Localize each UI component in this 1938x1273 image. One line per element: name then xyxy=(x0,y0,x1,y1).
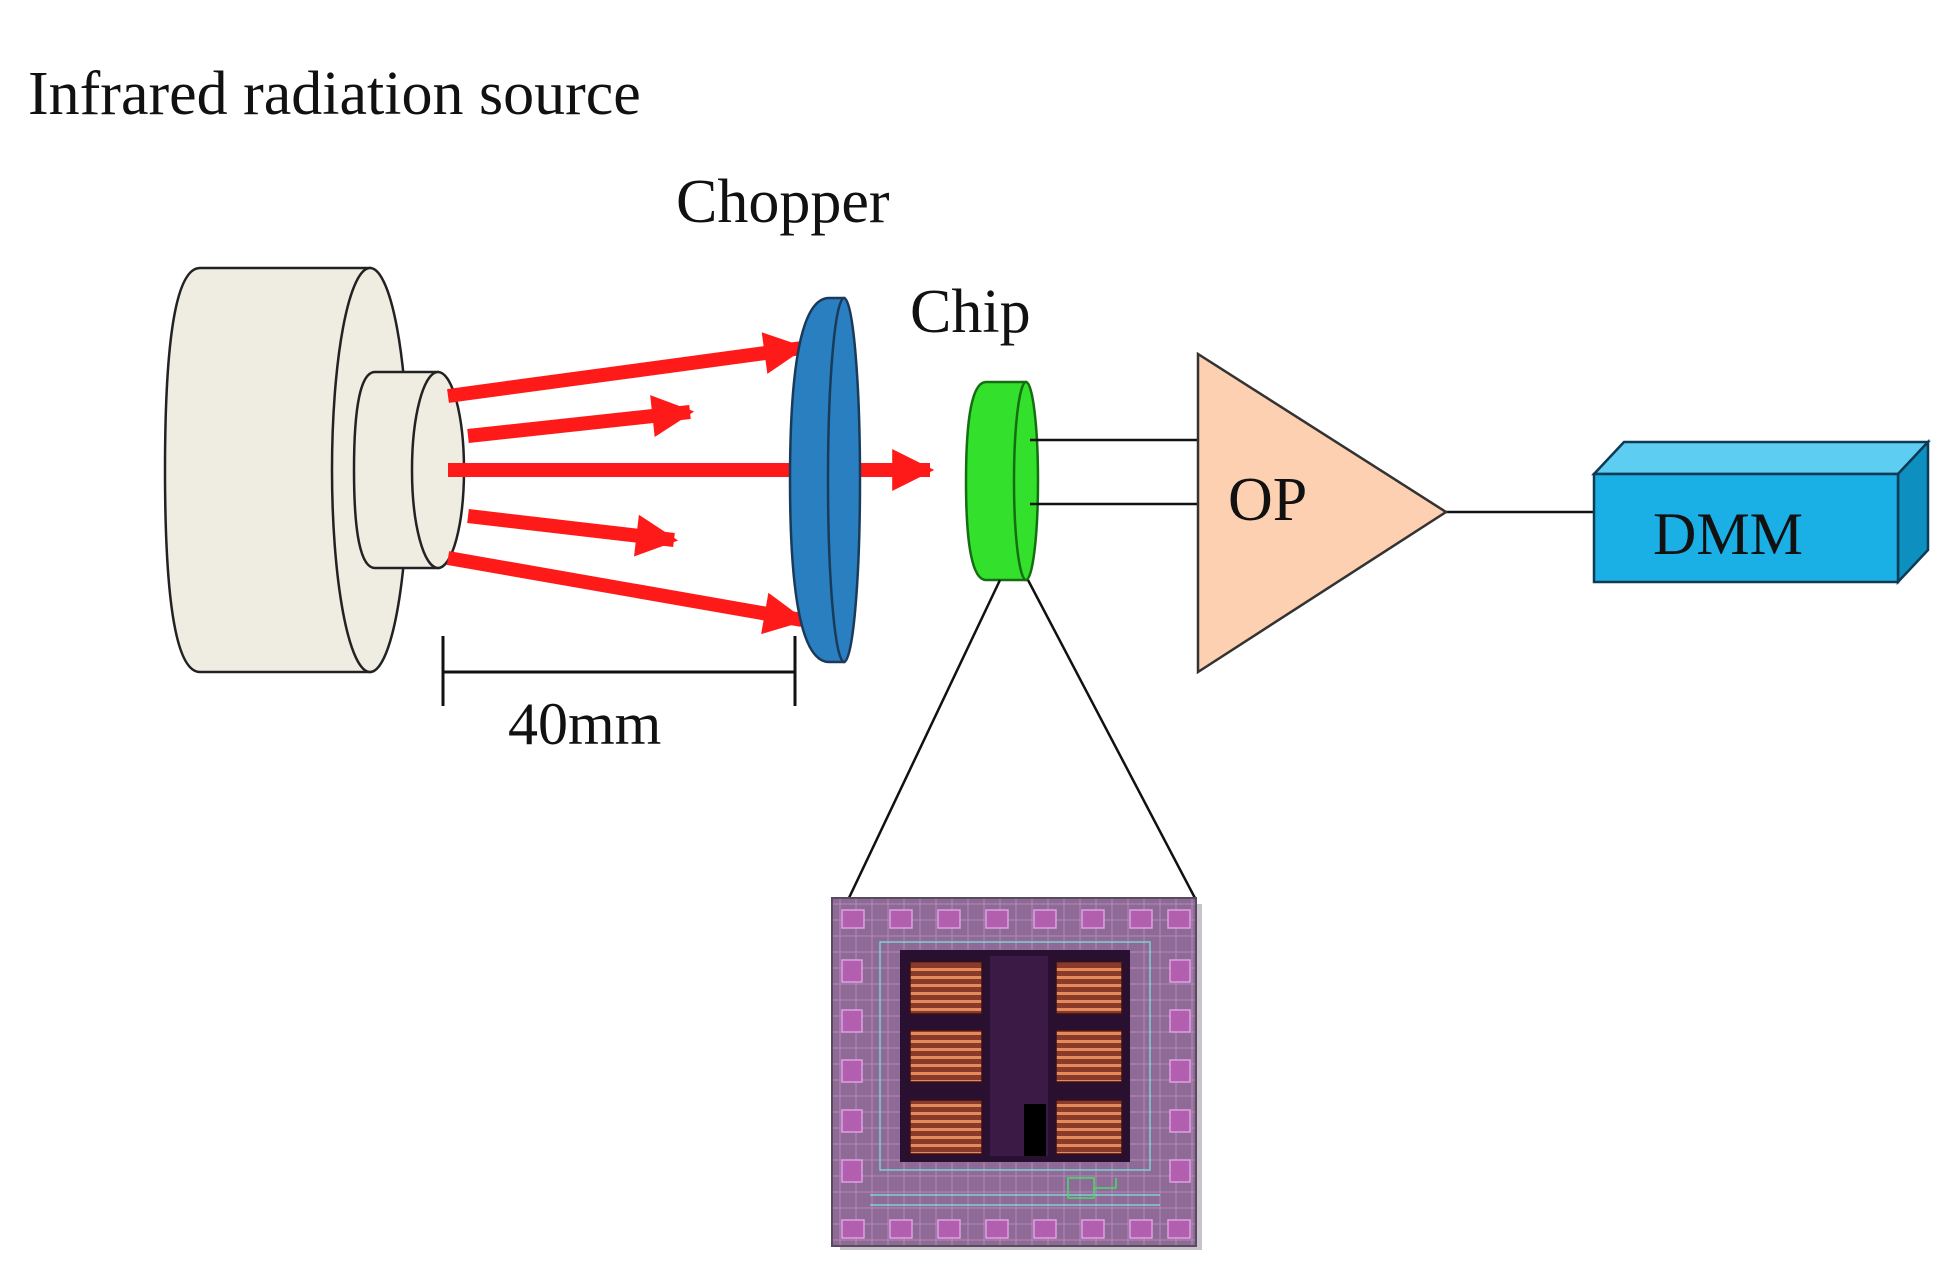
distance-label: 40mm xyxy=(508,691,661,757)
source-label: Infrared radiation source xyxy=(28,60,641,128)
ir-source-icon xyxy=(163,266,466,674)
chopper-disc-icon xyxy=(788,296,862,664)
chip-label: Chip xyxy=(910,278,1031,346)
chip-icon xyxy=(964,380,1040,582)
amplifier-triangle-icon: OP xyxy=(1196,351,1449,675)
zoom-lines xyxy=(846,579,1198,901)
chopper-label: Chopper xyxy=(676,168,890,236)
amplifier-label: OP xyxy=(1228,466,1307,534)
chip-layout-image xyxy=(831,897,1202,1250)
distance-dimension xyxy=(441,636,797,706)
beam-2 xyxy=(467,395,695,443)
beam-5 xyxy=(446,551,807,635)
beam-4 xyxy=(467,509,679,557)
signal-wires xyxy=(1030,438,1596,514)
beam-1 xyxy=(447,332,807,403)
meter-label: DMM xyxy=(1653,501,1803,567)
multimeter-box-icon: DMM xyxy=(1591,438,1931,586)
